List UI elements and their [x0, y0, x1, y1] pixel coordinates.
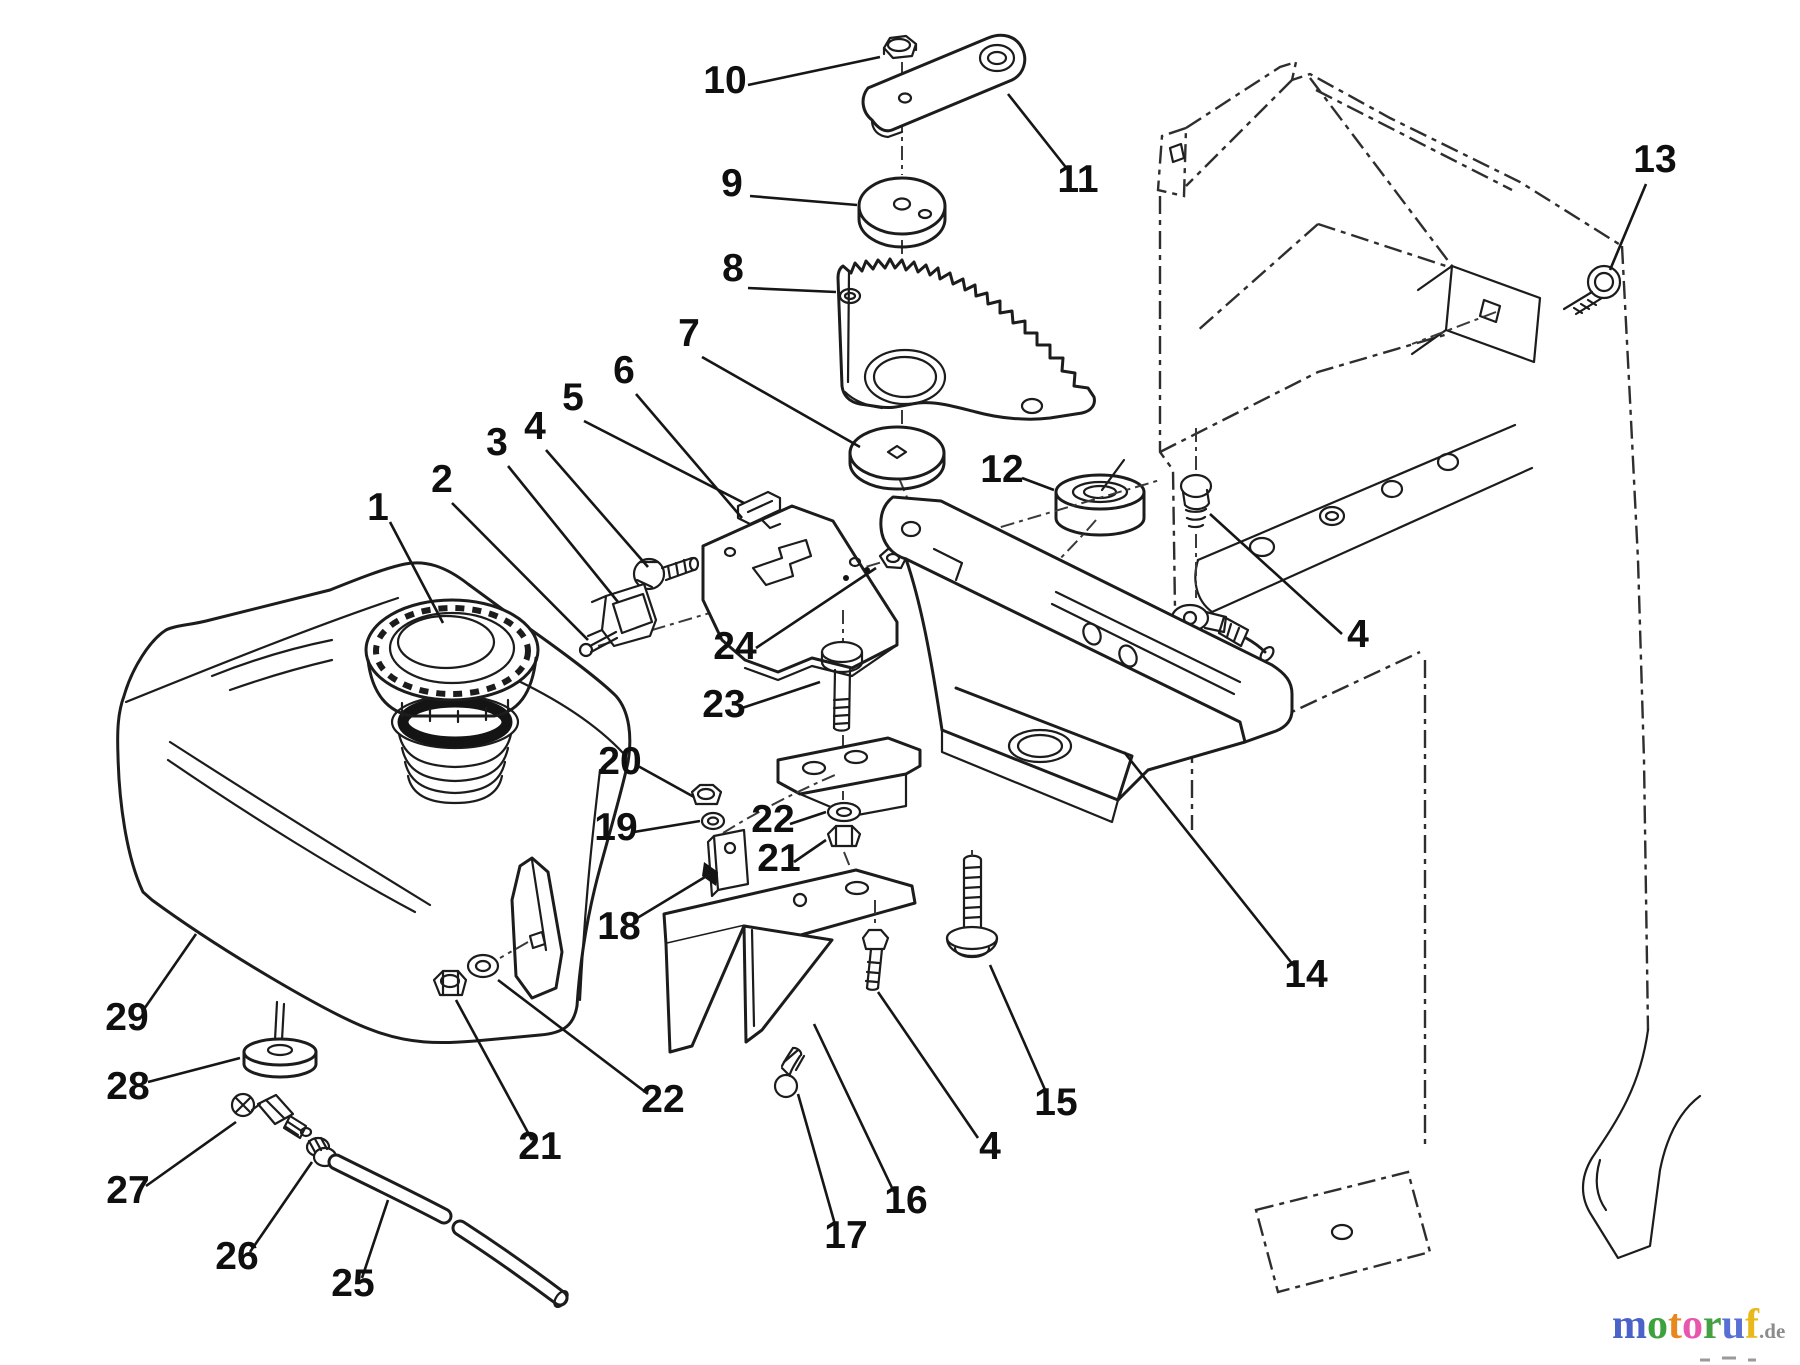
callout-26: 26: [215, 1235, 258, 1278]
nut-21-tank: [432, 969, 468, 997]
bushing-26: [305, 1136, 338, 1168]
watermark-letter: t: [1668, 1302, 1682, 1348]
clip-5: [736, 490, 782, 530]
panel-mount-box: [1410, 264, 1542, 364]
mounting-bracket-14: [879, 495, 1294, 824]
washer-22-tank: [466, 953, 500, 979]
callout-25: 25: [331, 1262, 374, 1305]
bolt-4-right: [1179, 473, 1213, 529]
control-plate-6: [701, 504, 899, 682]
pin-2: [578, 630, 619, 658]
callout-22a: 22: [751, 798, 794, 841]
callout-17: 17: [824, 1214, 867, 1257]
sector-gear-8: [836, 257, 1096, 421]
callout-12: 12: [980, 448, 1023, 491]
motoruf-watermark: motoruf.de: [1612, 1304, 1785, 1346]
disc-9: [857, 176, 947, 249]
watermark-letter: o: [1647, 1302, 1668, 1348]
washer-19: [700, 811, 726, 831]
callout-8: 8: [722, 247, 744, 290]
watermark-letter: u: [1721, 1302, 1746, 1348]
washer-7: [848, 425, 946, 491]
callout-6: 6: [613, 349, 635, 392]
callout-28: 28: [106, 1065, 149, 1108]
callout-4c: 4: [979, 1125, 1001, 1168]
callout-14: 14: [1284, 953, 1328, 996]
panel-foot: [1254, 1170, 1432, 1294]
watermark-letter: r: [1703, 1302, 1722, 1348]
tank-mounting-ear: [499, 856, 564, 1000]
tank-outlet: [273, 1000, 286, 1042]
callout-20: 20: [598, 740, 641, 783]
callout-10: 10: [703, 59, 746, 102]
fuel-cap-1: [364, 598, 540, 724]
bolt-4-bottom: [861, 928, 890, 991]
shutoff-valve-27: [230, 1092, 313, 1140]
filler-neck: [390, 694, 520, 805]
leader-lines: [140, 55, 1648, 1279]
cropped-edge-marks: [1700, 1356, 1756, 1362]
callout-23: 23: [702, 683, 745, 726]
callout-19: 19: [594, 806, 637, 849]
callout-18: 18: [597, 905, 640, 948]
bracket-group: [662, 495, 1294, 1099]
fuel-hose-25: [327, 1153, 569, 1309]
steering-gear-stack: [836, 33, 1096, 525]
upper-angle-bracket: [776, 736, 922, 818]
interlock-switch-3: [586, 582, 658, 648]
callout-13: 13: [1633, 138, 1676, 181]
washer-22-mid: [826, 801, 862, 823]
bolt-15: [945, 854, 999, 959]
panel-support-rail: [1194, 423, 1534, 614]
watermark-letter: f: [1745, 1302, 1760, 1348]
callout-15: 15: [1034, 1081, 1077, 1124]
callout-5: 5: [562, 376, 584, 419]
bolt-23: [820, 640, 864, 732]
bolt-17: [773, 1046, 806, 1099]
fuel-tank-group: [116, 561, 632, 1309]
callout-22b: 22: [641, 1078, 684, 1121]
watermark-letter: m: [1612, 1302, 1647, 1348]
callout-3: 3: [486, 421, 508, 464]
callout-4b: 4: [1347, 613, 1369, 656]
callout-21a: 21: [757, 837, 800, 880]
callout-11: 11: [1057, 158, 1098, 201]
clip-18: [702, 828, 750, 898]
grommet-28: [242, 1037, 318, 1079]
callout-16: 16: [884, 1179, 927, 1222]
watermark-suffix: .de: [1759, 1319, 1786, 1343]
rubber-bushing-12: [1054, 458, 1146, 537]
callout-labels: 1 2 3 4 5 6 7 8 9 10 11 12 13 4 14 15 4 …: [105, 59, 1676, 1305]
nut-20: [690, 783, 723, 806]
steering-plate-11: [861, 33, 1027, 139]
chassis-panel: [1029, 60, 1702, 1294]
watermark-letter: o: [1682, 1302, 1703, 1348]
callout-21b: 21: [518, 1125, 561, 1168]
nut-21-mid: [826, 824, 862, 848]
callout-27: 27: [106, 1169, 149, 1212]
callout-4a: 4: [524, 405, 546, 448]
angle-bracket-16: [662, 868, 917, 1054]
callout-2: 2: [431, 458, 453, 501]
callout-24: 24: [713, 625, 757, 668]
nut-10: [882, 34, 918, 60]
callout-7: 7: [678, 312, 700, 355]
callout-1: 1: [367, 486, 389, 529]
callout-29: 29: [105, 996, 148, 1039]
bolt-13: [1562, 264, 1622, 316]
callout-9: 9: [721, 162, 743, 205]
